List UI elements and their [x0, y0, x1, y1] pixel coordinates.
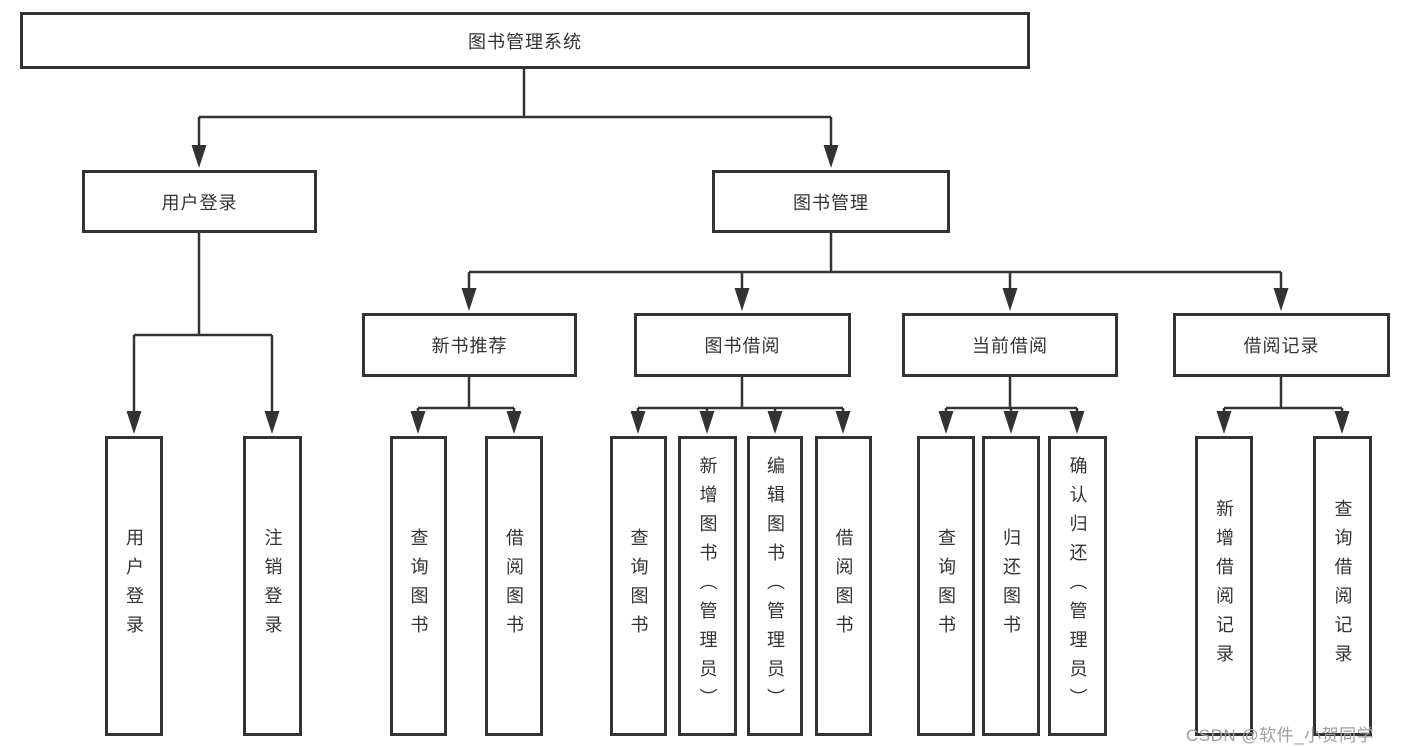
leaf-records-query-record: 查询借阅记录 — [1313, 436, 1372, 736]
leaf-current-return-books: 归还图书 — [982, 436, 1040, 736]
leaf-records-add-record: 新增借阅记录 — [1195, 436, 1253, 736]
leaf-borrow-edit-books-admin: 编辑图书（管理员） — [747, 436, 803, 736]
node-book-borrow: 图书借阅 — [634, 313, 851, 377]
node-root: 图书管理系统 — [20, 12, 1030, 69]
leaf-current-query-books: 查询图书 — [917, 436, 975, 736]
wire-user-login — [126, 233, 280, 434]
leaf-recommend-query-books: 查询图书 — [390, 436, 447, 736]
wire-root — [191, 69, 839, 168]
leaf-user-login: 用户登录 — [105, 436, 163, 736]
node-user-login: 用户登录 — [82, 170, 317, 233]
wire-book-management — [461, 233, 1289, 311]
wire-borrow-records — [1216, 377, 1350, 434]
leaf-borrow-query-books: 查询图书 — [610, 436, 667, 736]
leaf-current-confirm-return-admin: 确认归还（管理员） — [1048, 436, 1107, 736]
leaf-borrow-add-books-admin: 新增图书（管理员） — [678, 436, 737, 736]
node-new-book-recommend: 新书推荐 — [362, 313, 577, 377]
leaf-borrow-borrow-books: 借阅图书 — [815, 436, 872, 736]
wire-new-book-recommend — [410, 377, 522, 434]
wire-current-borrow — [938, 377, 1085, 434]
node-current-borrow: 当前借阅 — [902, 313, 1118, 377]
leaf-logout: 注销登录 — [243, 436, 302, 736]
leaf-recommend-borrow-books: 借阅图书 — [485, 436, 543, 736]
node-book-management: 图书管理 — [712, 170, 950, 233]
wire-book-borrow — [630, 377, 851, 434]
csdn-watermark: CSDN @软件_小贺同学 — [1186, 726, 1375, 745]
node-borrow-records: 借阅记录 — [1173, 313, 1390, 377]
